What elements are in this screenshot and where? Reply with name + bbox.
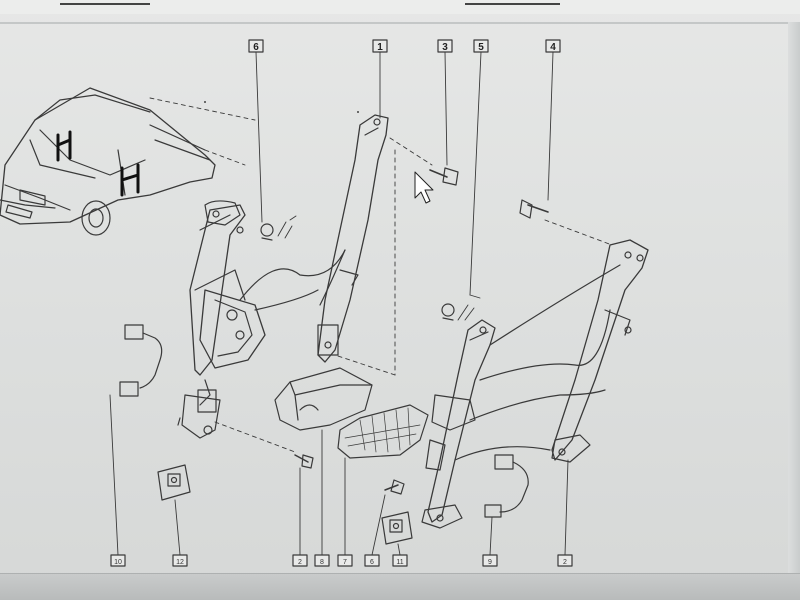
bolt-3[interactable]	[429, 167, 459, 186]
monitor-bezel-bottom	[0, 573, 800, 600]
svg-text:4: 4	[550, 42, 556, 53]
callout-2b[interactable]: 2	[557, 554, 573, 567]
car-regulator-marker	[56, 130, 140, 197]
nut-5[interactable]	[441, 303, 455, 321]
window-motor[interactable]	[197, 289, 266, 413]
wiring-harness-9[interactable]	[484, 454, 529, 518]
wiring-harness-10[interactable]	[119, 324, 163, 397]
svg-text:2: 2	[563, 559, 567, 566]
callout-6a[interactable]: 6	[248, 39, 264, 53]
svg-text:8: 8	[320, 559, 324, 566]
callout-12[interactable]: 12	[172, 554, 188, 567]
car-illustration	[0, 87, 256, 236]
callout-9[interactable]: 9	[482, 554, 498, 567]
front-window-regulator[interactable]	[177, 200, 346, 439]
toolbar-link-underline[interactable]	[60, 3, 150, 5]
callout-10[interactable]: 10	[110, 554, 126, 567]
svg-text:3: 3	[442, 42, 448, 53]
mouse-pointer-icon	[414, 171, 434, 204]
callout-3[interactable]: 3	[437, 39, 453, 53]
rear-window-regulator[interactable]	[421, 239, 649, 529]
svg-text:10: 10	[114, 559, 122, 566]
svg-text:11: 11	[396, 559, 403, 566]
screw-2a[interactable]	[294, 454, 314, 469]
callout-7[interactable]: 7	[337, 554, 353, 567]
callout-2a[interactable]: 2	[292, 554, 308, 567]
label-plate-12[interactable]	[157, 464, 191, 501]
panel-border	[0, 22, 800, 24]
trim-cover-8[interactable]	[274, 367, 373, 431]
svg-text:5: 5	[478, 42, 484, 53]
leader-lines-top	[214, 51, 613, 453]
svg-text:1: 1	[377, 42, 383, 53]
callout-11[interactable]: 11	[392, 554, 408, 567]
svg-text:7: 7	[343, 559, 347, 566]
callout-4[interactable]: 4	[545, 39, 561, 53]
top-toolbar	[0, 0, 800, 14]
screw-6b[interactable]	[384, 479, 405, 495]
callout-1a[interactable]: 1	[372, 39, 388, 53]
panel-scroll-edge	[788, 22, 800, 582]
callout-6b[interactable]: 6	[364, 554, 380, 567]
svg-text:2: 2	[298, 559, 302, 566]
callout-5[interactable]: 5	[473, 39, 489, 53]
svg-text:9: 9	[488, 559, 492, 566]
leader-lines-bottom	[109, 394, 569, 556]
label-plate-11[interactable]	[381, 511, 413, 545]
bolt-4[interactable]	[519, 199, 549, 219]
nut-6[interactable]	[260, 223, 274, 241]
svg-text:6: 6	[370, 559, 374, 566]
callout-8[interactable]: 8	[314, 554, 330, 567]
svg-text:6: 6	[253, 42, 259, 53]
svg-text:12: 12	[176, 559, 184, 566]
toolbar-link-underline[interactable]	[465, 3, 560, 5]
front-regulator-rail[interactable]	[317, 114, 389, 363]
trim-cover-7[interactable]	[337, 404, 429, 459]
